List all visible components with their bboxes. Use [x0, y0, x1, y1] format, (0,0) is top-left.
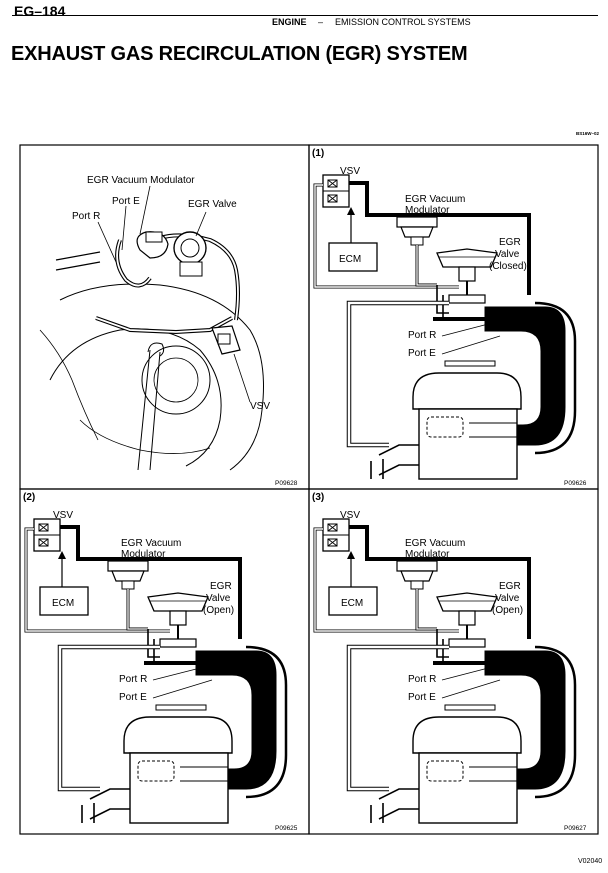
label-modulator-line2: Modulator — [405, 205, 450, 216]
label-modulator-line1: EGR Vacuum — [121, 538, 182, 549]
label-port-r: Port R — [408, 674, 437, 685]
label-modulator-line1: EGR Vacuum — [405, 194, 466, 205]
header-separator: – — [318, 17, 324, 27]
label-valve-state: (Open) — [492, 605, 524, 616]
panel-caption: (2) — [23, 492, 36, 503]
footer-code: V02040 — [578, 858, 603, 865]
label-vsv: VSV — [340, 510, 361, 521]
panel-caption: (1) — [312, 148, 325, 159]
label-vsv: VSV — [340, 166, 361, 177]
label-port-e: Port E — [408, 692, 436, 703]
label-valve: Valve — [495, 249, 520, 260]
label-vsv: VSV — [250, 401, 271, 412]
reference-code: BS16W–02 — [576, 131, 600, 136]
label-modulator-line1: EGR Vacuum — [405, 538, 466, 549]
figure-code: P09628 — [275, 480, 298, 487]
label-port-r: Port R — [72, 211, 101, 222]
figure-code: P09627 — [564, 825, 587, 832]
label-valve-state: (Closed) — [489, 261, 527, 272]
label-egr-valve: EGR Valve — [188, 199, 237, 210]
schematic-leader-lines — [152, 321, 501, 699]
label-modulator-line2: Modulator — [121, 549, 166, 560]
label-egr: EGR — [499, 237, 521, 248]
label-valve: Valve — [206, 593, 231, 604]
panel-caption: (3) — [312, 492, 325, 503]
label-vsv: VSV — [53, 510, 74, 521]
overview-leader-lines — [97, 185, 251, 403]
header-rule — [12, 15, 598, 16]
label-port-e: Port E — [119, 692, 147, 703]
label-valve-state: (Open) — [203, 605, 235, 616]
label-ecm: ECM — [339, 254, 362, 265]
header-subsection: EMISSION CONTROL SYSTEMS — [335, 17, 471, 27]
schematic-3 — [315, 519, 575, 823]
label-valve: Valve — [495, 593, 520, 604]
header-section: ENGINE — [272, 17, 307, 27]
page-title: EXHAUST GAS RECIRCULATION (EGR) SYSTEM — [11, 43, 468, 65]
schematic-2 — [26, 519, 286, 823]
schematic-1 — [315, 175, 575, 479]
label-modulator-line2: Modulator — [405, 549, 450, 560]
label-egr: EGR — [499, 581, 521, 592]
figure-code: P09626 — [564, 480, 587, 487]
engine-overview-sketch — [39, 231, 264, 471]
label-ecm: ECM — [52, 598, 75, 609]
label-egr-vacuum-modulator: EGR Vacuum Modulator — [87, 175, 195, 186]
label-port-r: Port R — [119, 674, 148, 685]
label-port-e: Port E — [408, 348, 436, 359]
label-egr: EGR — [210, 581, 232, 592]
figure-code: P09625 — [275, 825, 298, 832]
label-port-r: Port R — [408, 330, 437, 341]
label-ecm: ECM — [341, 598, 364, 609]
label-port-e: Port E — [112, 196, 140, 207]
